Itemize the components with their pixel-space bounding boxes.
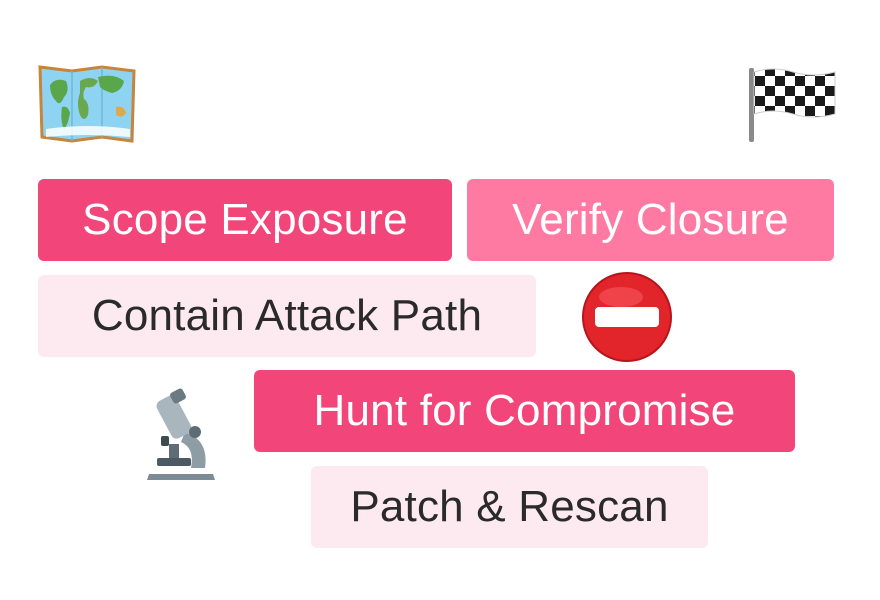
microscope-icon	[147, 388, 215, 480]
chip-contain-attack-path[interactable]: Contain Attack Path	[38, 275, 536, 357]
world-map-icon	[38, 65, 136, 143]
chip-hunt-for-compromise[interactable]: Hunt for Compromise	[254, 370, 795, 452]
chip-patch-rescan[interactable]: Patch & Rescan	[311, 466, 708, 548]
chip-scope-exposure[interactable]: Scope Exposure	[38, 179, 452, 261]
chequered-flag-icon	[749, 68, 836, 142]
no-entry-icon	[582, 272, 672, 362]
chip-verify-closure[interactable]: Verify Closure	[467, 179, 834, 261]
